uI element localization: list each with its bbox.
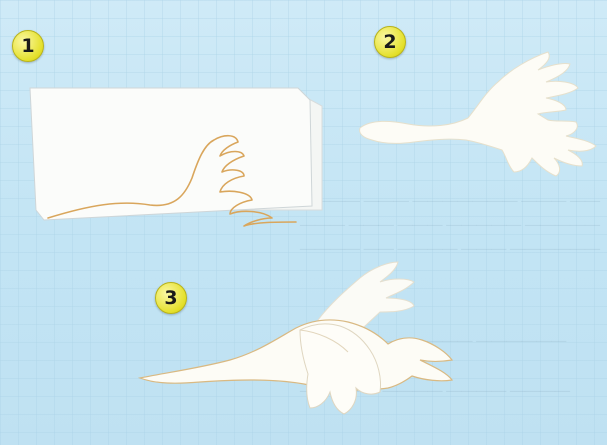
step-badge-1: 1 bbox=[12, 30, 44, 62]
step-badge-3: 3 bbox=[155, 282, 187, 314]
cut-out-bird-shape-icon bbox=[360, 52, 596, 176]
step-number: 3 bbox=[164, 287, 177, 309]
step-number: 2 bbox=[383, 31, 396, 53]
assembled-paper-bird-icon bbox=[140, 262, 452, 414]
step-badge-2: 2 bbox=[374, 26, 406, 58]
folded-paper-template-icon bbox=[30, 88, 322, 226]
step-number: 1 bbox=[21, 35, 34, 57]
